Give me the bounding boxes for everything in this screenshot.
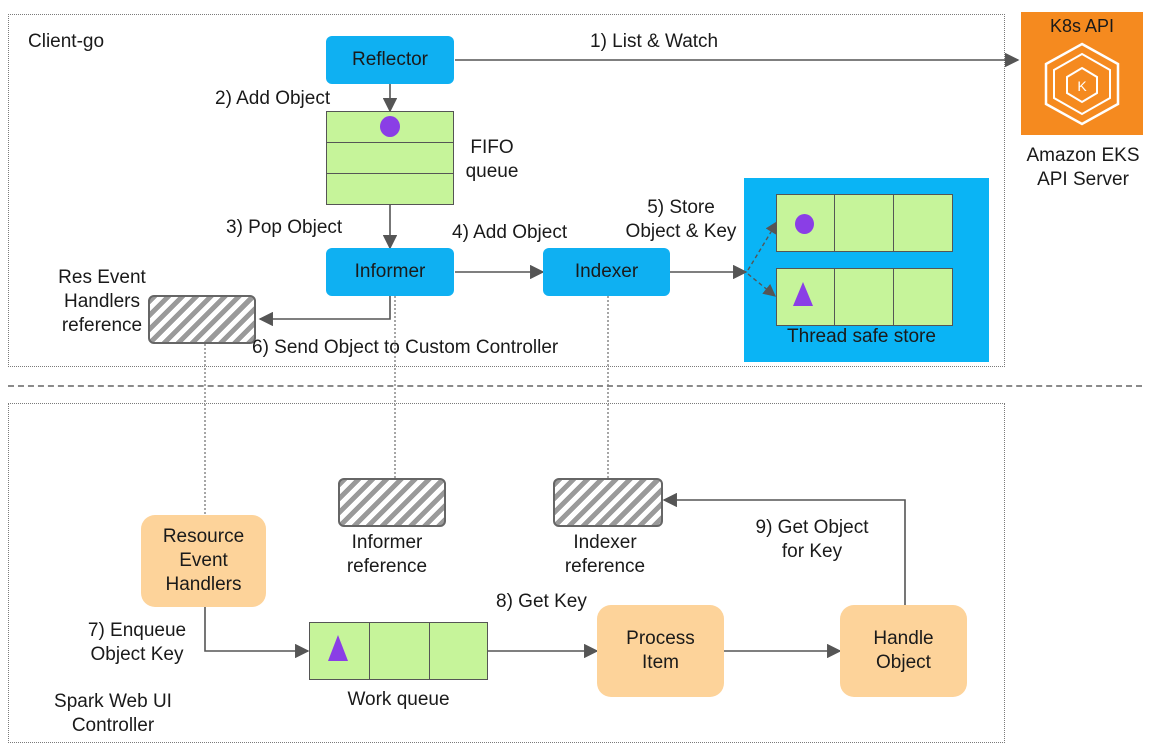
- informer-ref-line2: reference: [346, 556, 428, 577]
- work-queue-object-triangle: [328, 635, 348, 661]
- client-go-label: Client-go: [28, 31, 105, 52]
- eks-logo-icon: K: [1044, 42, 1120, 126]
- resource-event-handlers-line1: Resource: [162, 526, 245, 547]
- arrow-get-object: [662, 492, 906, 605]
- store-row1-cell3: [893, 194, 953, 252]
- indexer-ref-line1: Indexer: [573, 532, 637, 553]
- arrow-store-row1: [747, 220, 778, 271]
- res-handlers-ref-line1: Res Event: [58, 267, 146, 288]
- step-7-label: 7) Enqueue Object Key: [72, 619, 202, 667]
- process-item-line1: Process: [626, 628, 695, 649]
- controller-label: Spark Web UI Controller: [18, 690, 208, 738]
- work-queue-label: Work queue: [347, 689, 450, 710]
- work-queue-cell2: [369, 622, 430, 680]
- res-handlers-reference: [148, 295, 256, 344]
- resource-event-handlers-line3: Handlers: [165, 574, 242, 595]
- step-7-line1: 7) Enqueue: [87, 620, 187, 641]
- fifo-slot-2: [326, 142, 454, 174]
- step-6-label: 6) Send Object to Custom Controller: [252, 337, 559, 358]
- handle-object-line1: Handle: [873, 628, 934, 649]
- step-9-line1: 9) Get Object: [755, 517, 869, 538]
- controller-region: [8, 403, 1005, 743]
- eks-name: Amazon EKS API Server: [1010, 144, 1156, 192]
- indexer-ref-label: Indexer reference: [545, 531, 665, 579]
- eks-name-line1: Amazon EKS: [1026, 145, 1140, 166]
- indexer-reference: [553, 478, 663, 527]
- step-4-label: 4) Add Object: [452, 222, 568, 243]
- indexer-ref-line2: reference: [564, 556, 646, 577]
- step-9-label: 9) Get Object for Key: [742, 516, 882, 564]
- client-go-region: [8, 14, 1005, 367]
- store-row2-cell2: [834, 268, 894, 326]
- step-9-line2: for Key: [781, 541, 843, 562]
- store-label: Thread safe store: [787, 326, 936, 347]
- fifo-object-circle: [380, 116, 400, 137]
- step-1-label: 1) List & Watch: [590, 31, 719, 52]
- controller-label-line2: Controller: [71, 715, 155, 736]
- arrow-store-row2: [747, 273, 776, 297]
- store-object-triangle: [793, 282, 813, 306]
- handle-object: Handle Object: [840, 605, 967, 697]
- fifo-slot-3: [326, 173, 454, 205]
- store-row1-cell2: [834, 194, 894, 252]
- informer-box: Informer: [326, 248, 454, 296]
- process-item: Process Item: [597, 605, 724, 697]
- step-5-label: 5) Store Object & Key: [615, 196, 747, 244]
- work-queue-cell3: [429, 622, 488, 680]
- reflector-box: Reflector: [326, 36, 454, 84]
- step-8-label: 8) Get Key: [496, 591, 587, 612]
- k8s-api-label: K8s API: [1049, 16, 1115, 36]
- eks-logo-letter: K: [1077, 78, 1087, 94]
- fifo-label-line1: FIFO: [470, 137, 514, 158]
- res-handlers-ref-line3: reference: [61, 315, 143, 336]
- fifo-label-line2: queue: [465, 161, 519, 182]
- indexer-box: Indexer: [543, 248, 670, 296]
- step-2-label: 2) Add Object: [215, 88, 331, 109]
- handle-object-line2: Object: [876, 652, 931, 673]
- store-object-circle: [795, 214, 814, 234]
- step-3-label: 3) Pop Object: [226, 217, 343, 238]
- informer-ref-label: Informer reference: [327, 531, 447, 579]
- eks-name-line2: API Server: [1037, 169, 1129, 190]
- arrow-send-object: [258, 296, 391, 327]
- region-separator: [8, 385, 1142, 387]
- step-5-line2: Object & Key: [625, 221, 737, 242]
- resource-event-handlers: Resource Event Handlers: [141, 515, 266, 607]
- fifo-label: FIFO queue: [454, 136, 530, 184]
- step-5-line1: 5) Store: [647, 197, 715, 218]
- resource-event-handlers-line2: Event: [179, 550, 228, 571]
- res-handlers-ref-line2: Handlers: [63, 291, 141, 312]
- arrow-enqueue: [204, 607, 310, 659]
- informer-ref-line1: Informer: [351, 532, 423, 553]
- process-item-line2: Item: [642, 652, 679, 673]
- informer-reference: [338, 478, 446, 527]
- store-row2-cell3: [893, 268, 953, 326]
- controller-label-line1: Spark Web UI: [54, 691, 172, 712]
- k8s-api-badge: K8s API K: [1021, 12, 1143, 135]
- res-handlers-ref-label: Res Event Handlers reference: [44, 266, 160, 338]
- step-7-line2: Object Key: [90, 644, 184, 665]
